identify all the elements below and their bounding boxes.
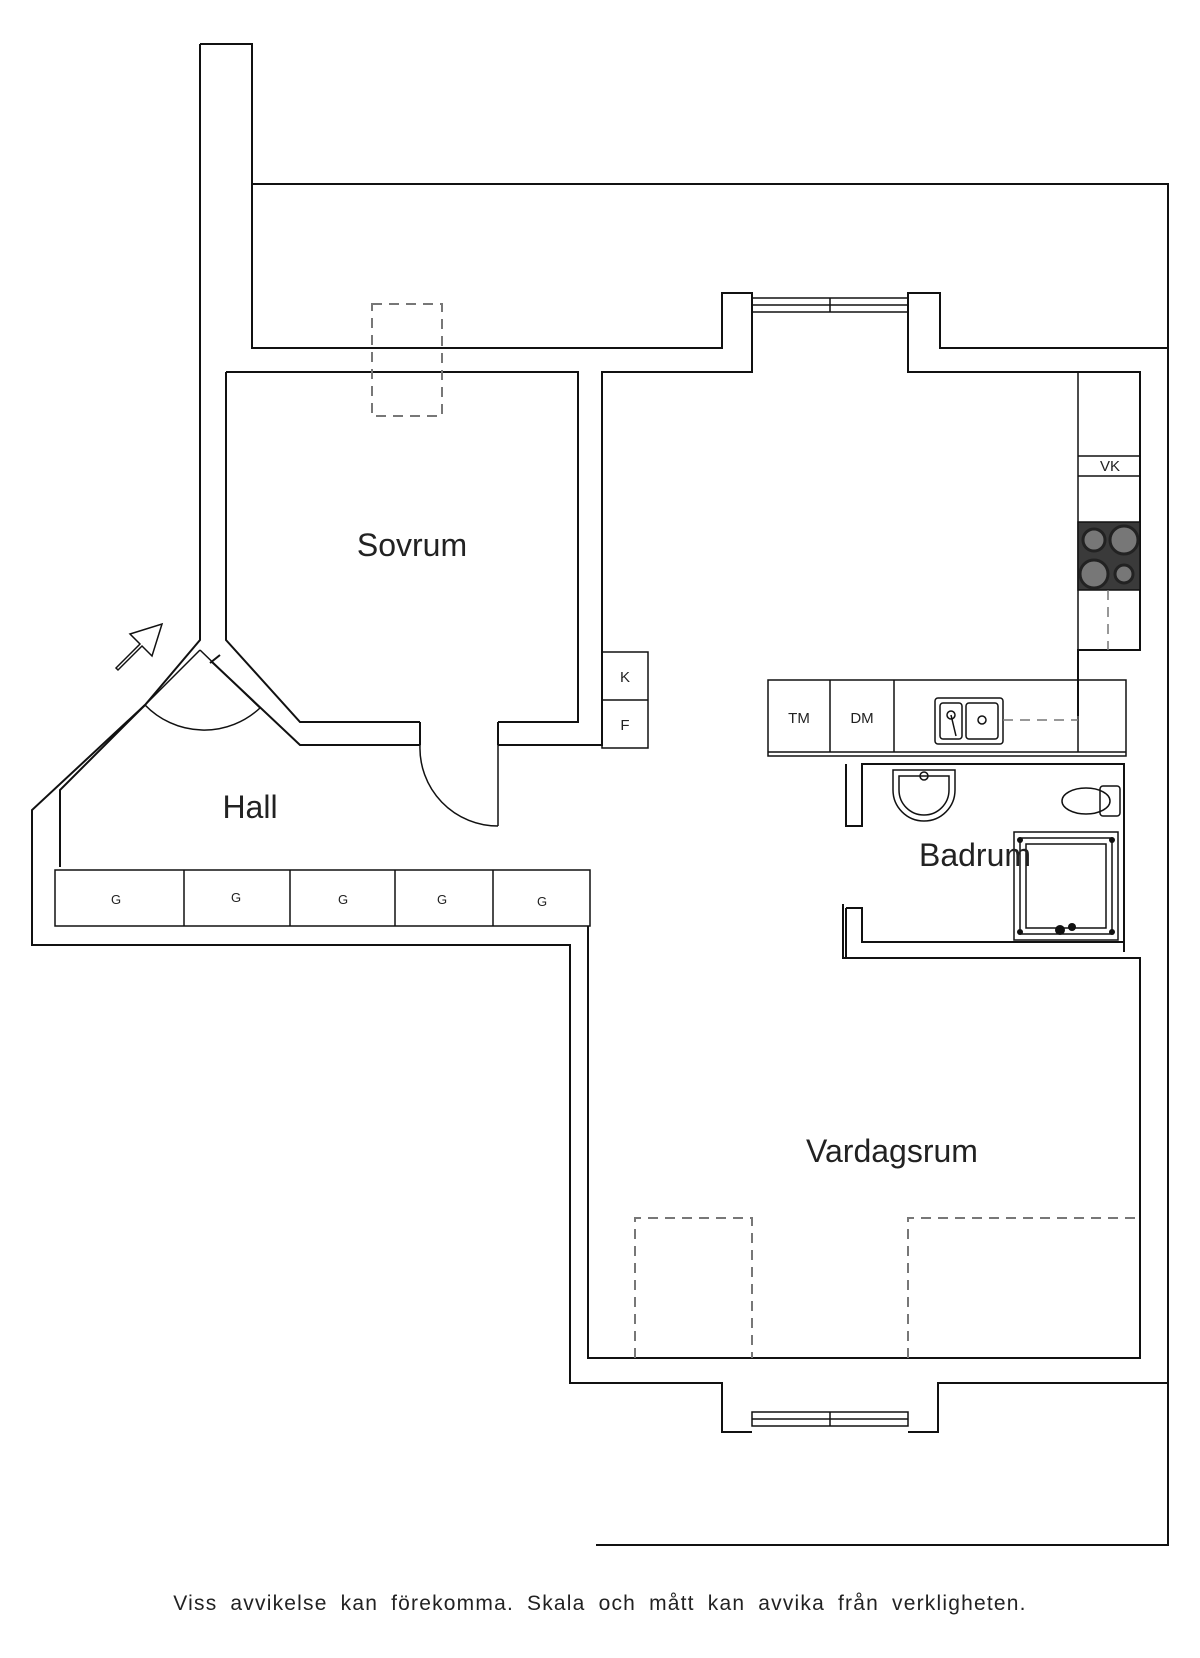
outer-walls [31, 43, 1169, 1546]
washbasin-icon [892, 769, 956, 822]
entrance-arrow-icon [114, 622, 164, 672]
dashed-markers [371, 303, 1140, 1358]
fridge-freezer: K F [601, 651, 649, 749]
wardrobe-label: G [111, 892, 121, 907]
room-label-hall: Hall [222, 789, 277, 825]
wardrobe-label: G [437, 892, 447, 907]
room-label-sovrum: Sovrum [357, 527, 467, 563]
room-label-badrum: Badrum [919, 837, 1031, 873]
stove-icon [1077, 521, 1141, 650]
shower-icon [1013, 831, 1119, 941]
kitchen-counter-bottom: TM DM [767, 679, 1127, 757]
freezer-label: F [620, 717, 629, 734]
dm-label: DM [850, 710, 873, 727]
wardrobe-label: G [338, 892, 348, 907]
toilet-icon [1061, 785, 1121, 817]
kitchen-counter-right: VK [1077, 372, 1140, 650]
entrance-door [59, 649, 262, 867]
disclaimer-text: Viss avvikelse kan förekomma. Skala och … [173, 1592, 1027, 1615]
tm-label: TM [788, 710, 810, 727]
bathroom-walls [845, 763, 1125, 958]
vk-label: VK [1100, 458, 1120, 475]
room-label-vardagsrum: Vardagsrum [806, 1133, 978, 1169]
sink-icon [934, 697, 1078, 745]
fridge-label: K [620, 669, 630, 686]
wardrobe-label: G [231, 890, 241, 905]
wardrobe-label: G [537, 894, 547, 909]
bedroom-door [419, 744, 499, 827]
window-bottom [751, 1411, 909, 1427]
wardrobe-row: G G G G G [54, 869, 591, 927]
window-top [751, 297, 909, 313]
